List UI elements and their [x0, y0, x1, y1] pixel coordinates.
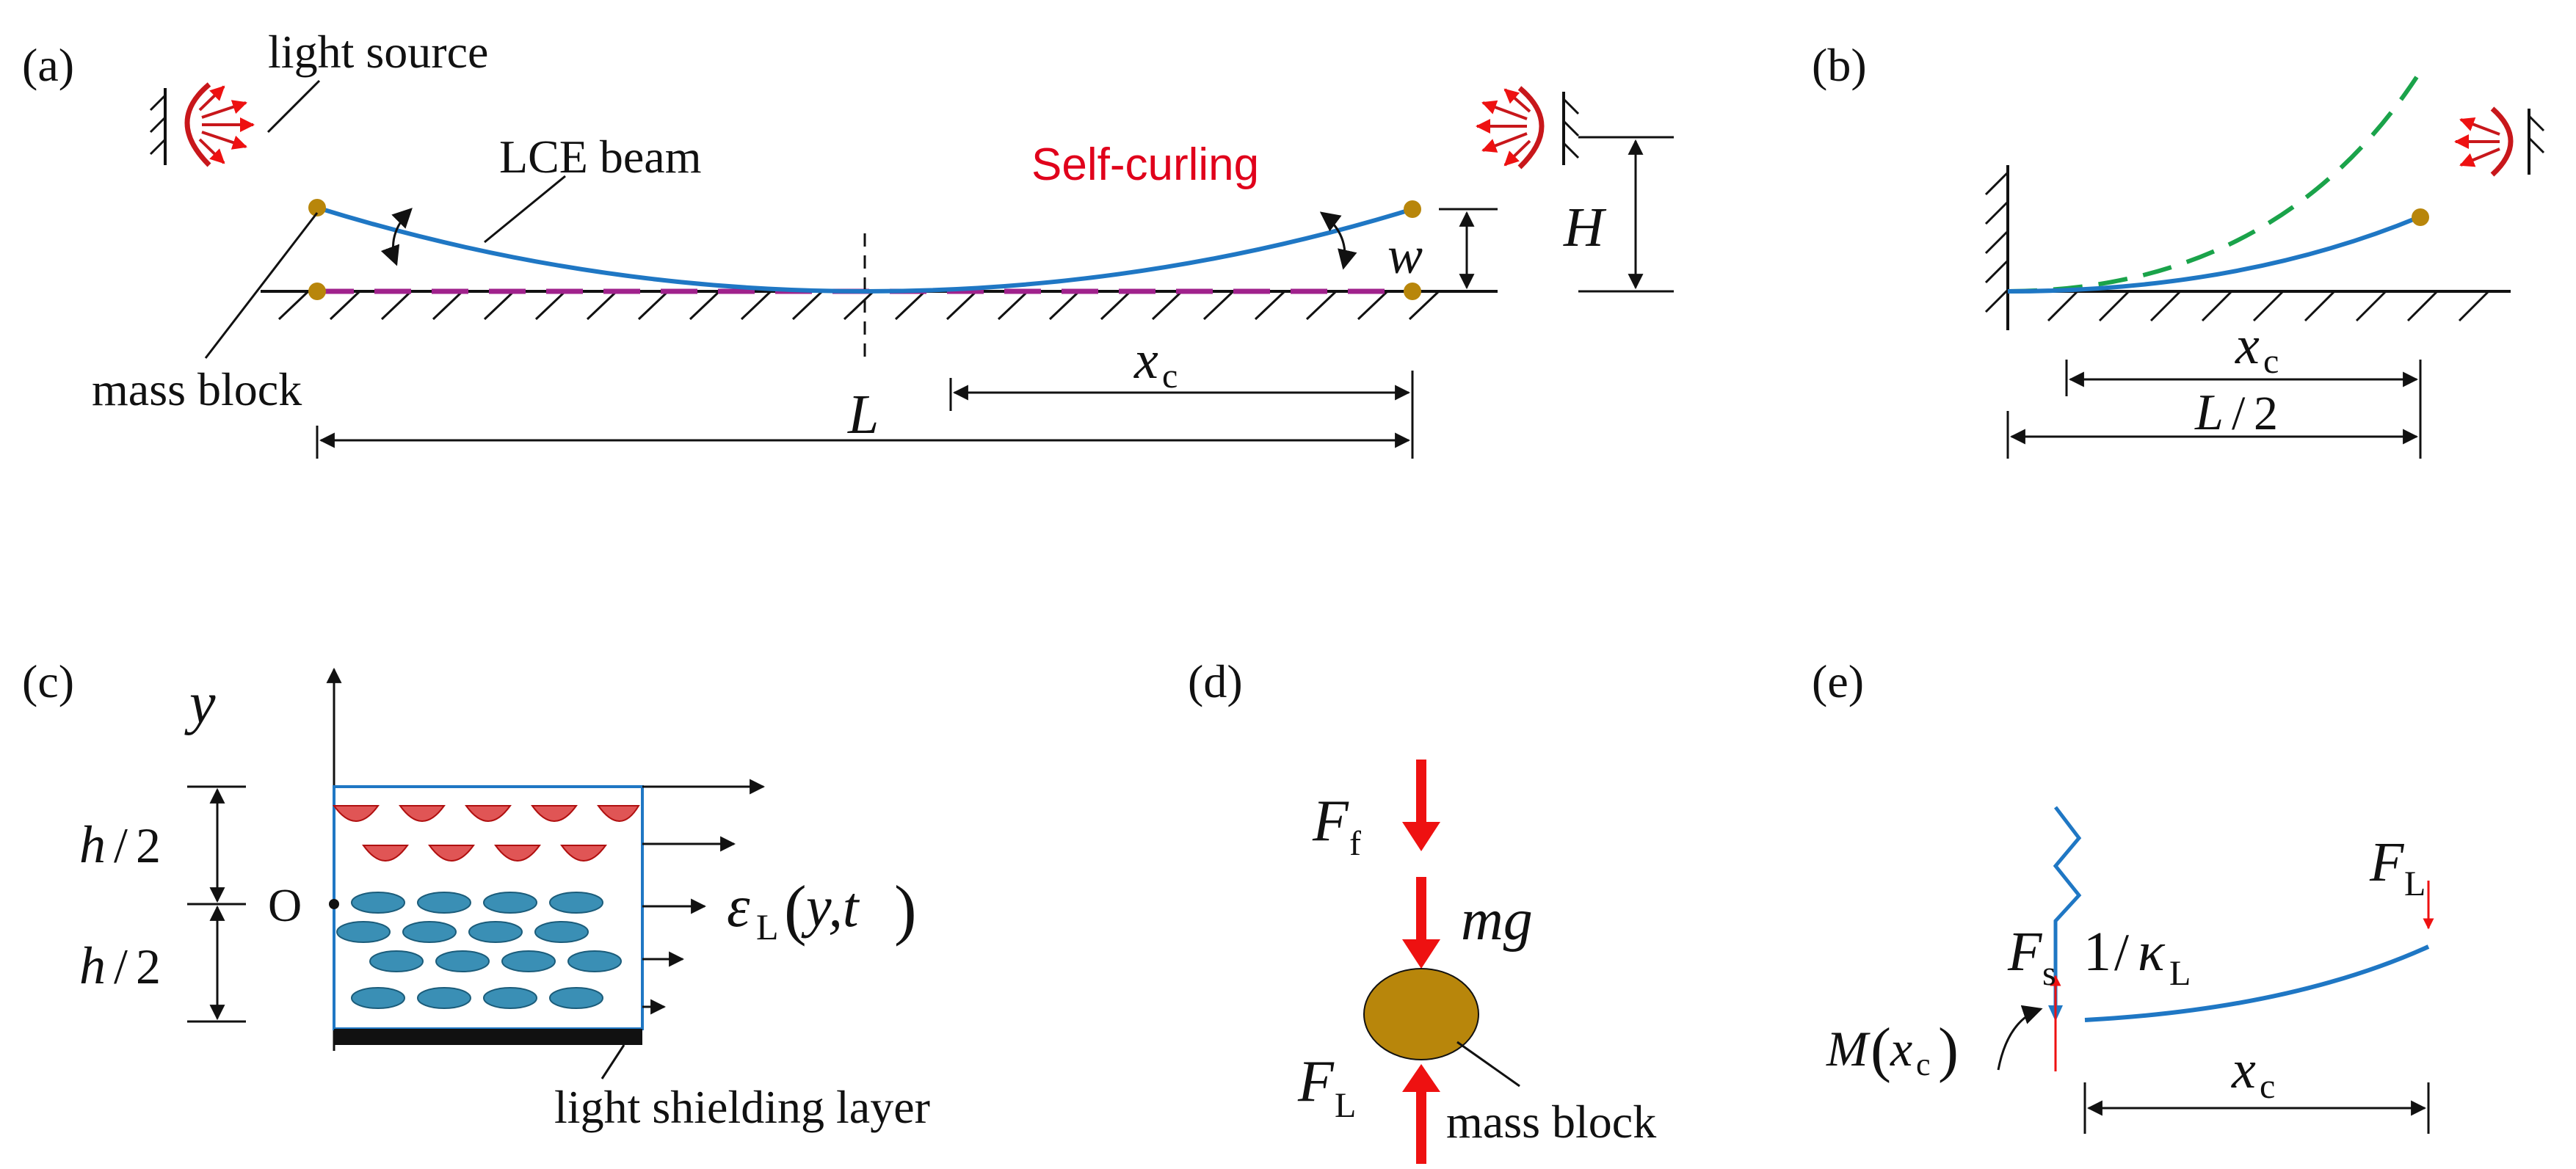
panel-b: (b) x [1812, 39, 2545, 459]
left-light-source-icon [149, 82, 255, 167]
epsilon-sub: L [756, 906, 779, 947]
mass-block-left-top [308, 199, 326, 216]
two-top-label: 2 [136, 817, 161, 873]
FL-sub-label: L [1335, 1086, 1356, 1125]
Ff-F-label: F [1312, 789, 1349, 853]
one-label: 1 [2083, 921, 2111, 983]
right-light-source-icon [1476, 86, 1580, 170]
M-arg-sub: c [1916, 1046, 1931, 1082]
clamp-wall-hatch [1984, 171, 2009, 313]
aligned-mesogens [336, 892, 622, 1009]
svg-text:(: ( [1871, 1016, 1891, 1084]
self-curling-label: Self-curling [1031, 139, 1259, 190]
kappa-label: κ [2138, 921, 2166, 983]
h-top-label: h [79, 815, 106, 874]
mass-block-right-bottom [1404, 283, 1421, 300]
xc-e-x-label: x [2231, 1040, 2256, 1100]
panel-d: (d) F f mg F L mass block [1188, 655, 1656, 1164]
h-bottom-label: h [79, 936, 106, 995]
mass-block-label-a: mass block [92, 363, 302, 415]
y-axis-label: y [184, 671, 216, 736]
panel-b-tag: (b) [1812, 39, 1867, 91]
mass-block-leader [204, 212, 319, 359]
FL-e-F-label: F [2369, 831, 2405, 893]
ground-hatch-b [2047, 290, 2490, 322]
w-label: w [1387, 226, 1423, 285]
motion-arrow-left [380, 208, 413, 266]
strain-profile-arrows [642, 779, 766, 1015]
bent-mesogens [333, 805, 640, 862]
svg-text:): ) [894, 872, 917, 947]
light-source-leader [266, 79, 321, 134]
panel-c-tag: (c) [22, 655, 74, 707]
two-label-b: 2 [2254, 387, 2278, 440]
shield-label: light shielding layer [554, 1081, 930, 1133]
mass-block-label-d: mass block [1446, 1096, 1656, 1148]
force-arrows [1402, 760, 1440, 1164]
light-shielding-layer [334, 1029, 642, 1045]
FL-F-label: F [1297, 1049, 1335, 1114]
mass-block-d [1363, 968, 1479, 1060]
mass-block-b [2412, 208, 2429, 226]
panel-a: (a) light source [22, 26, 1674, 459]
svg-text:/: / [2232, 387, 2246, 440]
kappa-sub-label: L [2169, 954, 2191, 993]
mass-block-left-bottom [308, 283, 326, 300]
light-source-label: light source [268, 26, 488, 78]
xc-x-label: x [1133, 330, 1158, 390]
svg-text:/: / [2114, 923, 2129, 982]
mass-block-right-top [1404, 200, 1421, 218]
epsilon-label: ε [727, 875, 750, 939]
FL-e-sub-label: L [2404, 864, 2426, 903]
light-source-b-icon [2454, 106, 2545, 177]
moment-arc-icon [1997, 1005, 2043, 1071]
half-beam-curve [2007, 215, 2420, 294]
two-bottom-label: 2 [136, 939, 161, 994]
motion-arrow-right [1319, 211, 1357, 270]
lce-beam-label: LCE beam [499, 131, 701, 183]
shield-leader [601, 1044, 625, 1079]
beam-leader [484, 175, 566, 244]
panel-a-tag: (a) [22, 39, 74, 91]
mass-block-d-leader [1456, 1041, 1520, 1088]
Ff-sub-label: f [1349, 824, 1361, 863]
L-label-b: L [2194, 385, 2224, 441]
panel-c: (c) y [22, 655, 930, 1133]
origin-point [329, 899, 339, 909]
panel-e: (e) F L F s 1 / κ L M ( x c ) x c [1812, 655, 2434, 1134]
svg-text:/: / [114, 817, 128, 873]
M-arg-x: x [1890, 1021, 1912, 1077]
lce-beam-curve [316, 205, 1413, 294]
xc-sub-label-b: c [2263, 342, 2279, 381]
L-label-a: L [847, 384, 879, 445]
svg-text:(: ( [784, 872, 807, 947]
svg-text:): ) [1938, 1016, 1959, 1084]
beam-segment-e [2084, 944, 2430, 1022]
panel-d-tag: (d) [1188, 655, 1243, 707]
ground-hatch [277, 290, 1440, 321]
panel-e-tag: (e) [1812, 655, 1864, 707]
epsilon-args: y,t [801, 875, 860, 939]
xc-e-sub-label: c [2260, 1067, 2275, 1106]
spring-icon [2053, 806, 2082, 1005]
xc-x-label-b: x [2235, 316, 2260, 376]
mg-label: mg [1461, 888, 1533, 953]
Fs-F-label: F [2007, 921, 2043, 983]
H-label: H [1563, 197, 1607, 258]
Fs-sub-label: s [2042, 954, 2056, 993]
origin-label: O [268, 879, 302, 931]
dashed-curled-shape [2007, 76, 2419, 294]
M-label: M [1826, 1021, 1871, 1077]
xc-sub-label: c [1162, 357, 1178, 396]
svg-text:/: / [114, 939, 128, 994]
